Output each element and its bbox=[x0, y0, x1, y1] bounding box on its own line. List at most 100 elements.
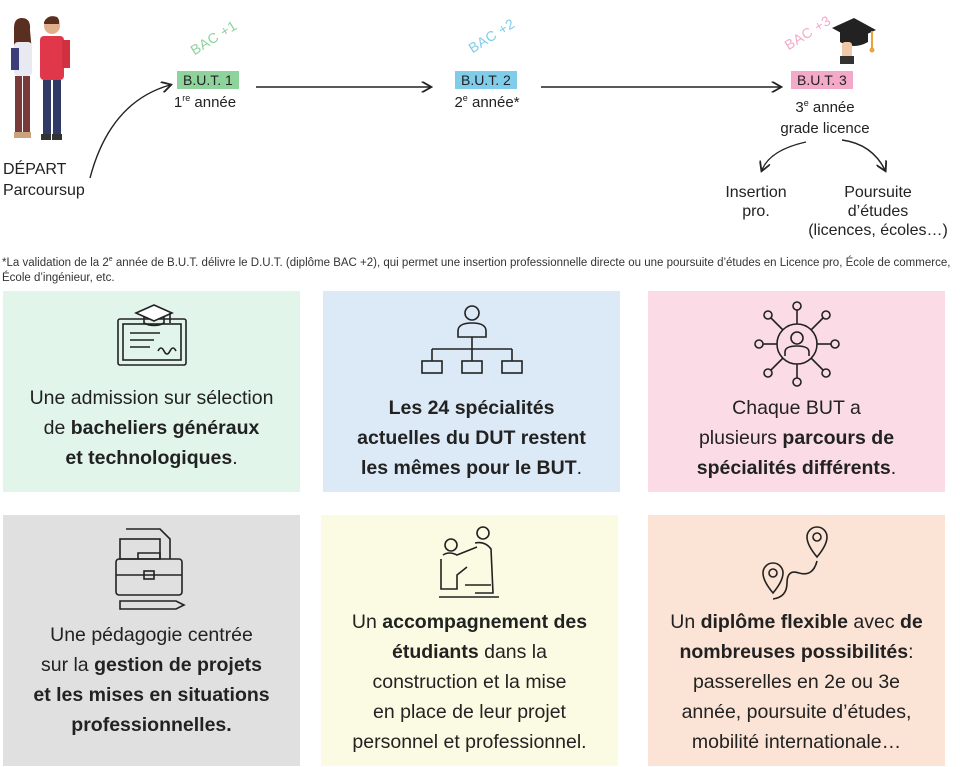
card-text-regular: Une admission sur sélection bbox=[29, 387, 274, 409]
card-text-regular: Une pédagogie centrée bbox=[50, 624, 253, 646]
info-card: Une pédagogie centrée sur la gestion de p… bbox=[3, 515, 300, 766]
depart-label: DÉPART Parcoursup bbox=[3, 159, 85, 201]
year-2-num: 2 bbox=[454, 94, 463, 111]
card-text-line: Un accompagnement des bbox=[327, 607, 612, 637]
card-text-regular: plusieurs bbox=[698, 427, 783, 449]
card-text-line: personnel et professionnel. bbox=[327, 727, 612, 757]
card-text-line: actuelles du DUT restent bbox=[329, 423, 614, 453]
card-text: Une pédagogie centrée sur la gestion de p… bbox=[9, 620, 294, 740]
card-text-line: et technologiques. bbox=[9, 443, 294, 473]
helping-hand-icon bbox=[435, 525, 505, 606]
card-text-regular: sur la bbox=[40, 654, 95, 676]
year-1-rest: année bbox=[190, 94, 237, 111]
year-3-num: 3 bbox=[795, 99, 804, 116]
route-pins-icon bbox=[757, 525, 837, 614]
year-3-label: 3e année grade licence bbox=[755, 93, 895, 139]
card-text-regular: construction et la mise bbox=[372, 671, 567, 693]
year-1-label: 1re année bbox=[160, 93, 250, 111]
card-text-regular: Chaque BUT a bbox=[732, 397, 861, 419]
footnote: *La validation de la 2e année de B.U.T. … bbox=[2, 252, 958, 286]
card-text-bold: actuelles du DUT restent bbox=[357, 427, 586, 449]
card-text-regular: de bbox=[43, 417, 71, 439]
branch-insertion-line: Insertion bbox=[725, 184, 787, 201]
branch-insertion-line: pro. bbox=[742, 203, 770, 220]
footnote-sup: e bbox=[108, 256, 113, 263]
year-2-rest: année* bbox=[467, 94, 520, 111]
card-text-line: plusieurs parcours de bbox=[654, 423, 939, 453]
card-text-regular: . bbox=[576, 457, 583, 479]
card-text-regular: . bbox=[232, 447, 238, 469]
card-text-bold: et technologiques bbox=[65, 447, 233, 469]
card-text-line: Chaque BUT a bbox=[654, 393, 939, 423]
card-text-line: sur la gestion de projets bbox=[9, 650, 294, 680]
card-text-line: et les mises en situations bbox=[9, 680, 294, 710]
but-2-badge: B.U.T. 2 bbox=[455, 71, 517, 89]
card-text-bold: accompagnement des bbox=[382, 611, 588, 633]
card-text-regular: avec bbox=[847, 611, 900, 633]
year-2-sup: e bbox=[462, 93, 468, 103]
org-chart-icon bbox=[420, 303, 524, 384]
card-text-bold: nombreuses possibilités bbox=[679, 641, 909, 663]
branch-poursuite-line: Poursuite bbox=[844, 184, 912, 201]
card-text-line: passerelles en 2e ou 3e bbox=[654, 667, 939, 697]
diploma-certificate-icon bbox=[114, 303, 190, 374]
card-text-line: Une admission sur sélection bbox=[9, 383, 294, 413]
card-text-regular: personnel et professionnel. bbox=[352, 731, 587, 753]
card-text-regular: mobilité internationale… bbox=[691, 731, 902, 753]
card-text-regular: Un bbox=[351, 611, 383, 633]
card-text-bold: diplôme flexible bbox=[700, 611, 848, 633]
card-text-line: professionnelles. bbox=[9, 710, 294, 740]
card-text-regular: . bbox=[890, 457, 897, 479]
footnote-post: année de B.U.T. délivre le D.U.T. (diplô… bbox=[2, 256, 951, 284]
students-illustration bbox=[2, 8, 74, 156]
card-text-line: mobilité internationale… bbox=[654, 727, 939, 757]
card-text-line: année, poursuite d’études, bbox=[654, 697, 939, 727]
year-3-sup: e bbox=[803, 98, 809, 108]
card-text-line: de bacheliers généraux bbox=[9, 413, 294, 443]
card-text: Une admission sur sélection de bacheliers… bbox=[9, 383, 294, 473]
briefcase-documents-icon bbox=[112, 525, 192, 616]
card-text-regular: en place de leur projet bbox=[373, 701, 566, 723]
card-text-line: Un diplôme flexible avec de bbox=[654, 607, 939, 637]
card-text-bold: et les mises en situations bbox=[33, 684, 270, 706]
card-text-line: construction et la mise bbox=[327, 667, 612, 697]
card-text-regular: : bbox=[908, 641, 914, 663]
card-text-bold: parcours de bbox=[782, 427, 895, 449]
footnote-pre: *La validation de la 2 bbox=[2, 256, 109, 269]
card-text-regular: Un bbox=[670, 611, 701, 633]
but-3-badge: B.U.T. 3 bbox=[791, 71, 853, 89]
branch-poursuite: Poursuite d’études (licences, écoles…) bbox=[798, 183, 958, 240]
card-text-bold: Les 24 spécialités bbox=[388, 397, 555, 419]
card-text-bold: les mêmes pour le BUT bbox=[360, 457, 577, 479]
card-text-bold: de bbox=[900, 611, 923, 633]
year-1-num: 1 bbox=[173, 94, 183, 111]
timeline-arrows bbox=[89, 0, 960, 179]
card-text-regular: passerelles en 2e ou 3e bbox=[692, 671, 901, 693]
info-card: Une admission sur sélection de bacheliers… bbox=[3, 291, 300, 492]
card-text-line: Une pédagogie centrée bbox=[9, 620, 294, 650]
but-1-badge: B.U.T. 1 bbox=[177, 71, 239, 89]
branch-poursuite-line: (licences, écoles…) bbox=[808, 222, 948, 239]
year-3-rest: année bbox=[808, 99, 855, 116]
network-person-icon bbox=[752, 299, 842, 394]
year-3-grade: grade licence bbox=[780, 120, 870, 137]
card-text-bold: professionnelles. bbox=[71, 714, 232, 736]
card-text: Les 24 spécialités actuelles du DUT reste… bbox=[329, 393, 614, 483]
card-text-line: en place de leur projet bbox=[327, 697, 612, 727]
info-card: Les 24 spécialités actuelles du DUT reste… bbox=[323, 291, 620, 492]
card-text-regular: année, poursuite d’études, bbox=[681, 701, 912, 723]
graduation-cap-icon bbox=[828, 12, 878, 71]
year-2-label: 2e année* bbox=[437, 93, 537, 111]
card-text-line: Les 24 spécialités bbox=[329, 393, 614, 423]
card-text-bold: étudiants bbox=[392, 641, 479, 663]
card-text-line: nombreuses possibilités: bbox=[654, 637, 939, 667]
card-text-bold: gestion de projets bbox=[94, 654, 263, 676]
depart-title: DÉPART bbox=[3, 161, 67, 178]
card-text-line: spécialités différents. bbox=[654, 453, 939, 483]
depart-subtitle: Parcoursup bbox=[3, 182, 85, 199]
